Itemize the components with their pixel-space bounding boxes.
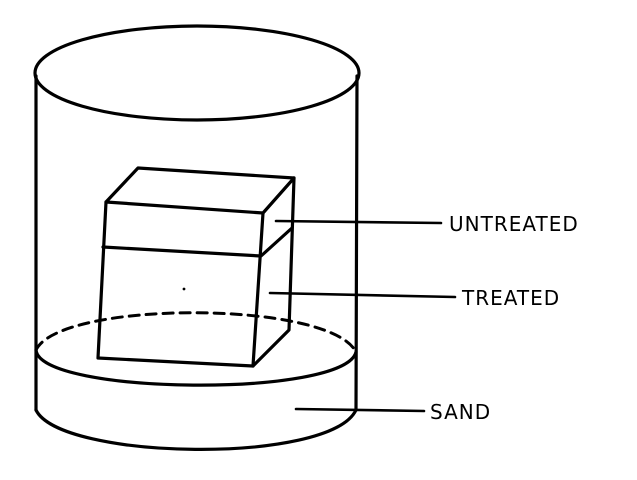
jar-bottom-rim	[34, 408, 358, 451]
block-speck	[182, 287, 186, 291]
jar-top-rim	[33, 24, 361, 122]
leader-lines	[268, 219, 457, 413]
label-treated: TREATED	[461, 286, 560, 310]
label-sand: SAND	[430, 400, 491, 424]
label-untreated: UNTREATED	[449, 212, 579, 236]
sand-surface-front	[34, 348, 358, 387]
labels: UNTREATED TREATED SAND	[430, 212, 579, 424]
block-side-face	[251, 176, 296, 368]
sand-layer	[34, 311, 358, 387]
block-front-face	[96, 200, 265, 368]
leader-untreated	[274, 219, 443, 225]
treatment-boundary-line	[101, 226, 294, 258]
block-top-face	[104, 166, 296, 215]
sand-surface-back	[34, 311, 358, 354]
jar-right-wall	[354, 74, 359, 412]
wood-block	[96, 166, 296, 368]
leader-sand	[294, 407, 426, 413]
leader-treated	[268, 291, 457, 299]
